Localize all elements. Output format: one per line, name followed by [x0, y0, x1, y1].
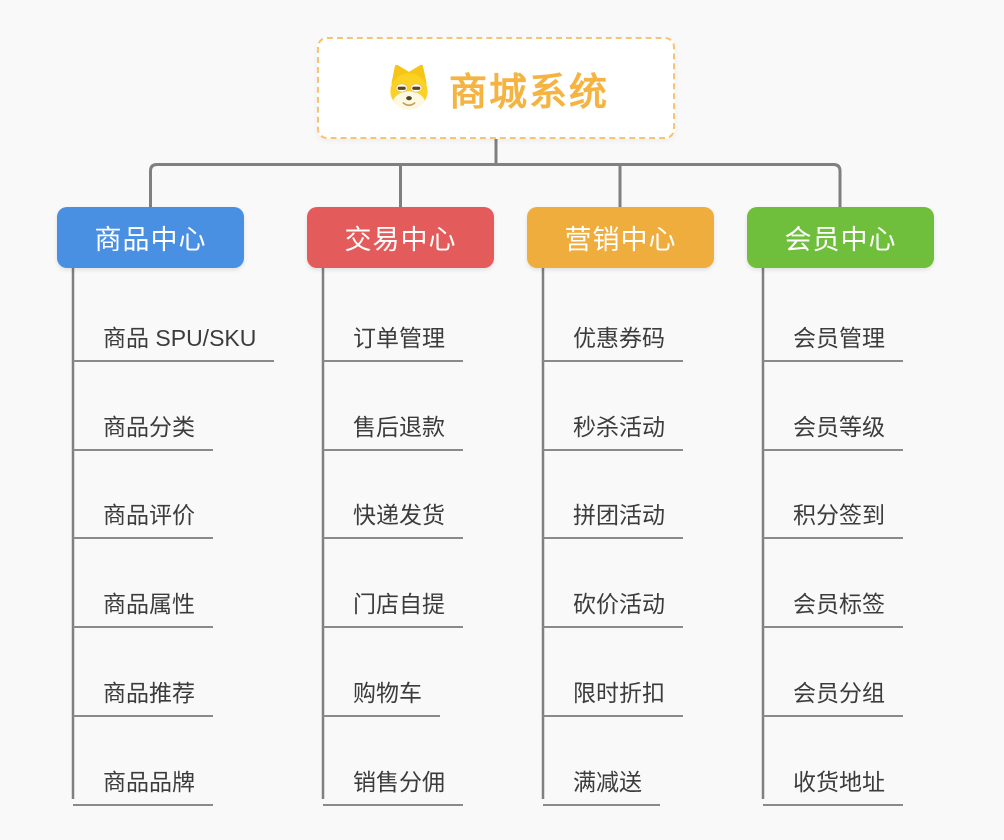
leaf-item[interactable]: 秒杀活动	[543, 400, 683, 451]
doge-icon	[390, 64, 428, 110]
leaf-item[interactable]: 商品 SPU/SKU	[73, 311, 275, 362]
leaf-item[interactable]: 会员等级	[763, 400, 903, 451]
leaf-item[interactable]: 商品评价	[73, 488, 213, 539]
leaf-item[interactable]: 商品品牌	[73, 755, 213, 806]
leaf-item[interactable]: 售后退款	[323, 400, 463, 451]
root-title: 商城系统	[448, 71, 609, 114]
leaf-item[interactable]: 会员管理	[763, 311, 903, 362]
leaf-item[interactable]: 收货地址	[763, 755, 903, 806]
leaf-item[interactable]: 购物车	[323, 666, 440, 717]
branch-header-product-center[interactable]: 商品中心	[57, 207, 244, 268]
leaf-item[interactable]: 快递发货	[323, 488, 463, 539]
leaf-item[interactable]: 订单管理	[323, 311, 463, 362]
leaf-item[interactable]: 销售分佣	[323, 755, 463, 806]
leaf-item[interactable]: 积分签到	[763, 488, 903, 539]
leaf-item[interactable]: 商品推荐	[73, 666, 213, 717]
leaf-item[interactable]: 限时折扣	[543, 666, 683, 717]
root-node[interactable]: 商城系统	[317, 37, 675, 139]
leaf-item[interactable]: 商品分类	[73, 400, 213, 451]
branch-header-marketing-center[interactable]: 营销中心	[527, 207, 714, 268]
branch-header-trade-center[interactable]: 交易中心	[307, 207, 494, 268]
leaf-item[interactable]: 商品属性	[73, 577, 213, 628]
branch-header-member-center[interactable]: 会员中心	[747, 207, 934, 268]
leaf-item[interactable]: 会员标签	[763, 577, 903, 628]
leaf-item[interactable]: 门店自提	[323, 577, 463, 628]
leaf-item[interactable]: 拼团活动	[543, 488, 683, 539]
leaf-item[interactable]: 满减送	[543, 755, 660, 806]
leaf-item[interactable]: 会员分组	[763, 666, 903, 717]
leaf-item[interactable]: 砍价活动	[543, 577, 683, 628]
leaf-item[interactable]: 优惠券码	[543, 311, 683, 362]
branch-rail-line	[149, 163, 842, 208]
